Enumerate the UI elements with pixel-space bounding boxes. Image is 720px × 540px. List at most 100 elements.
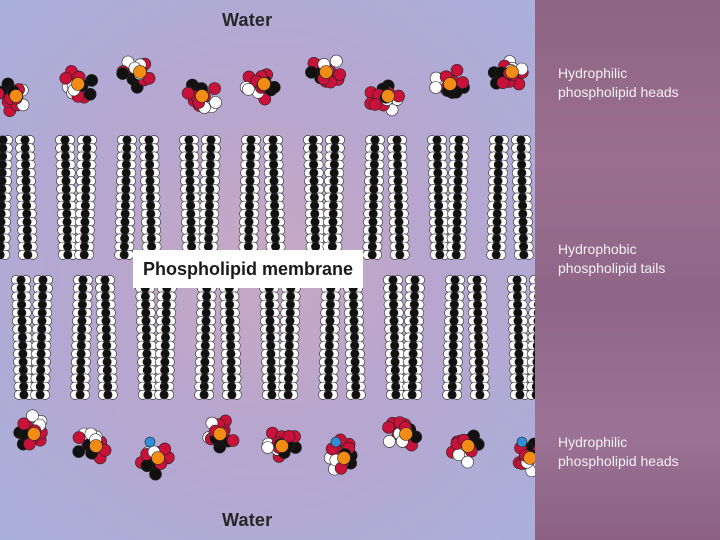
carbon-atom (492, 242, 500, 250)
carbon-atom (329, 210, 337, 218)
carbon-atom (37, 333, 45, 341)
carbon-atom (519, 242, 527, 250)
carbon-atom (201, 350, 209, 358)
carbon-atom (161, 366, 169, 374)
carbon-atom (123, 136, 131, 144)
carbon-atom (330, 177, 338, 185)
carbon-atom (370, 185, 378, 193)
carbon-atom (286, 325, 294, 333)
carbon-atom (390, 309, 398, 317)
phosphorus-atom (196, 90, 209, 103)
carbon-atom (0, 185, 6, 193)
carbon-atom (19, 341, 27, 349)
carbon-atom (17, 276, 25, 284)
head-atom (73, 446, 85, 458)
phosphorus-atom (10, 90, 23, 103)
carbon-atom (310, 185, 318, 193)
carbon-atom (393, 152, 401, 160)
carbon-atom (329, 218, 337, 226)
carbon-atom (519, 234, 527, 242)
carbon-atom (121, 218, 129, 226)
carbon-atom (147, 218, 155, 226)
phosphorus-atom (258, 78, 271, 91)
carbon-atom (284, 382, 292, 390)
carbon-atom (20, 391, 28, 399)
carbon-atom (492, 234, 500, 242)
carbon-atom (23, 242, 31, 250)
carbon-atom (518, 201, 526, 209)
label-heads-bottom-line1: Hydrophilic (558, 433, 708, 452)
carbon-atom (389, 284, 397, 292)
carbon-atom (350, 333, 358, 341)
carbon-atom (160, 391, 168, 399)
carbon-atom (0, 201, 6, 209)
carbon-atom (286, 300, 294, 308)
label-tails-line1: Hydrophobic (558, 240, 708, 259)
carbon-atom (23, 218, 31, 226)
carbon-atom (409, 350, 417, 358)
carbon-atom (515, 358, 523, 366)
carbon-atom (0, 169, 6, 177)
carbon-atom (325, 333, 333, 341)
carbon-atom (63, 242, 71, 250)
carbon-atom (0, 177, 6, 185)
carbon-atom (285, 358, 293, 366)
label-heads-top-line1: Hydrophilic (558, 64, 708, 83)
carbon-atom (435, 218, 443, 226)
carbon-atom (270, 185, 278, 193)
carbon-atom (350, 317, 358, 325)
carbon-atom (408, 382, 416, 390)
carbon-atom (0, 136, 7, 144)
carbon-atom (518, 193, 526, 201)
carbon-atom (515, 350, 523, 358)
phospholipid-upper (427, 64, 469, 259)
carbon-atom (329, 193, 337, 201)
carbon-atom (455, 144, 463, 152)
carbon-atom (518, 169, 526, 177)
carbon-atom (453, 226, 461, 234)
carbon-atom (186, 185, 194, 193)
carbon-atom (434, 201, 442, 209)
carbon-atom (453, 210, 461, 218)
carbon-atom (267, 358, 275, 366)
carbon-atom (452, 251, 460, 259)
carbon-atom (122, 169, 130, 177)
phospholipid-lower (383, 275, 425, 451)
carbon-atom (77, 341, 85, 349)
carbon-atom (325, 366, 333, 374)
carbon-atom (519, 210, 527, 218)
carbon-atom (62, 177, 70, 185)
carbon-atom (475, 374, 483, 382)
carbon-atom (495, 144, 503, 152)
carbon-atom (435, 242, 443, 250)
carbon-atom (495, 136, 503, 144)
carbon-atom (244, 234, 252, 242)
phosphorus-atom (462, 440, 475, 453)
carbon-atom (227, 366, 235, 374)
carbon-atom (435, 210, 443, 218)
carbon-atom (410, 292, 418, 300)
carbon-atom (310, 193, 318, 201)
carbon-atom (454, 185, 462, 193)
carbon-atom (102, 333, 110, 341)
head-atom (242, 83, 254, 95)
carbon-atom (326, 292, 334, 300)
phosphorus-atom (320, 66, 333, 79)
carbon-atom (143, 366, 151, 374)
carbon-atom (267, 374, 275, 382)
carbon-atom (454, 160, 462, 168)
carbon-atom (393, 144, 401, 152)
carbon-atom (494, 185, 502, 193)
carbon-atom (103, 374, 111, 382)
carbon-atom (77, 366, 85, 374)
carbon-atom (513, 284, 521, 292)
carbon-atom (185, 160, 193, 168)
carbon-atom (80, 234, 88, 242)
carbon-atom (270, 169, 278, 177)
carbon-atom (493, 201, 501, 209)
membrane-label: Phospholipid membrane (133, 250, 363, 288)
carbon-atom (324, 374, 332, 382)
carbon-atom (268, 391, 276, 399)
phosphorus-atom (524, 452, 536, 465)
carbon-atom (103, 366, 111, 374)
